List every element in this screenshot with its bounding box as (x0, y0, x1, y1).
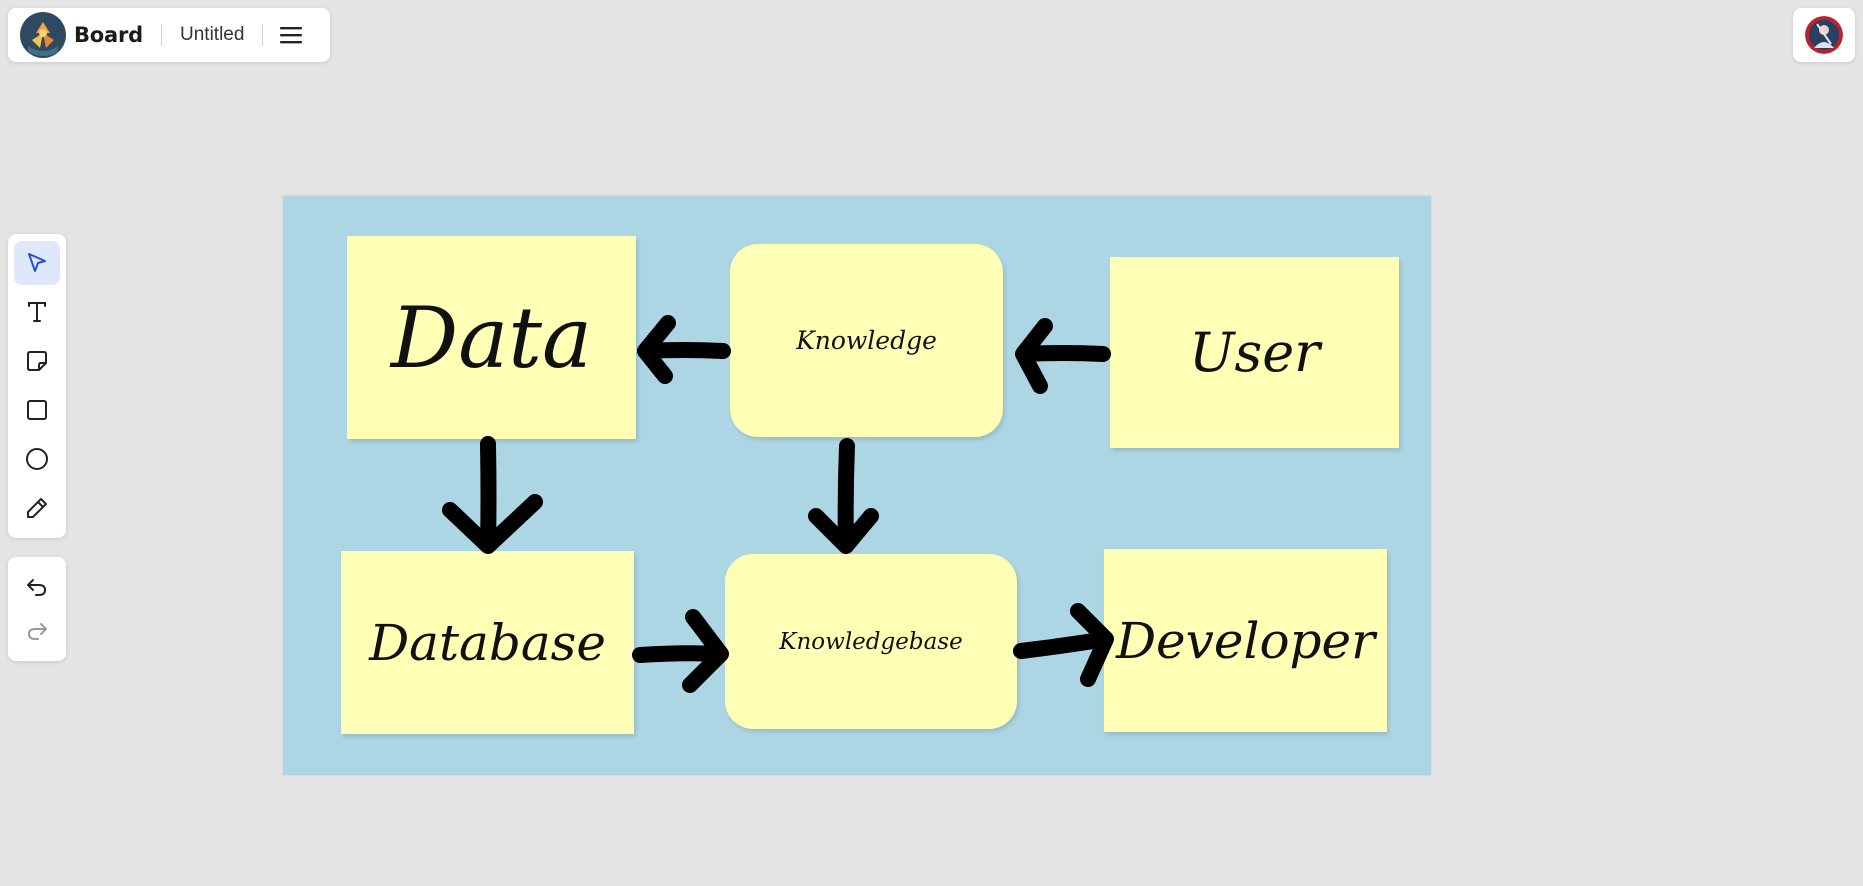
hamburger-menu-icon (280, 27, 303, 44)
redo-button[interactable] (14, 609, 60, 653)
sticky-note-knowledge[interactable]: Knowledge (730, 244, 1003, 437)
arrow-knowledgebase-to-developer (1013, 603, 1114, 687)
note-text: Developer (1115, 611, 1376, 670)
arrow-user-to-knowledge (1015, 318, 1111, 394)
text-t-icon (28, 302, 46, 322)
circle-icon (26, 448, 48, 470)
rectangle-tool[interactable] (14, 388, 60, 432)
sticky-note-developer[interactable]: Developer (1104, 549, 1387, 732)
header-divider (161, 24, 162, 46)
undo-icon (27, 579, 46, 596)
arrow-knowledge-to-knowledgebase (808, 438, 879, 554)
pen-tool[interactable] (14, 486, 60, 530)
header-divider (262, 24, 264, 46)
document-title[interactable]: Untitled (180, 24, 245, 45)
sticky-note-knowledgebase[interactable]: Knowledgebase (725, 554, 1017, 729)
text-tool[interactable] (14, 290, 60, 334)
top-bar: Board Untitled (8, 8, 330, 62)
arrow-data-to-database (442, 436, 543, 554)
note-text: Data (390, 288, 593, 387)
sticky-note-icon (27, 351, 47, 371)
note-text: Database (369, 613, 606, 672)
sticky-note-data[interactable]: Data (347, 236, 636, 439)
ellipse-tool[interactable] (14, 437, 60, 481)
redo-icon (28, 623, 47, 640)
square-icon (27, 400, 47, 420)
undo-button[interactable] (14, 565, 60, 609)
history-controls (8, 557, 66, 661)
note-text: Knowledgebase (779, 628, 963, 655)
sticky-note-database[interactable]: Database (341, 551, 634, 734)
avatar-button[interactable] (1793, 8, 1855, 62)
user-avatar (1805, 16, 1843, 54)
cursor-arrow-icon (28, 253, 46, 272)
note-text: User (1189, 321, 1320, 384)
canvas-frame[interactable]: Data Knowledge User Database Knowledgeba… (283, 196, 1431, 775)
arrow-database-to-knowledgebase (632, 609, 729, 693)
sticky-note-tool[interactable] (14, 339, 60, 383)
pencil-icon (27, 498, 47, 518)
app-name: Board (74, 23, 143, 47)
arrow-knowledge-to-data (637, 315, 731, 384)
tool-palette (8, 234, 66, 538)
select-tool[interactable] (14, 241, 60, 285)
menu-button[interactable] (277, 21, 305, 49)
board-logo-icon[interactable] (20, 12, 66, 58)
note-text: Knowledge (796, 326, 937, 355)
sticky-note-user[interactable]: User (1110, 257, 1399, 448)
